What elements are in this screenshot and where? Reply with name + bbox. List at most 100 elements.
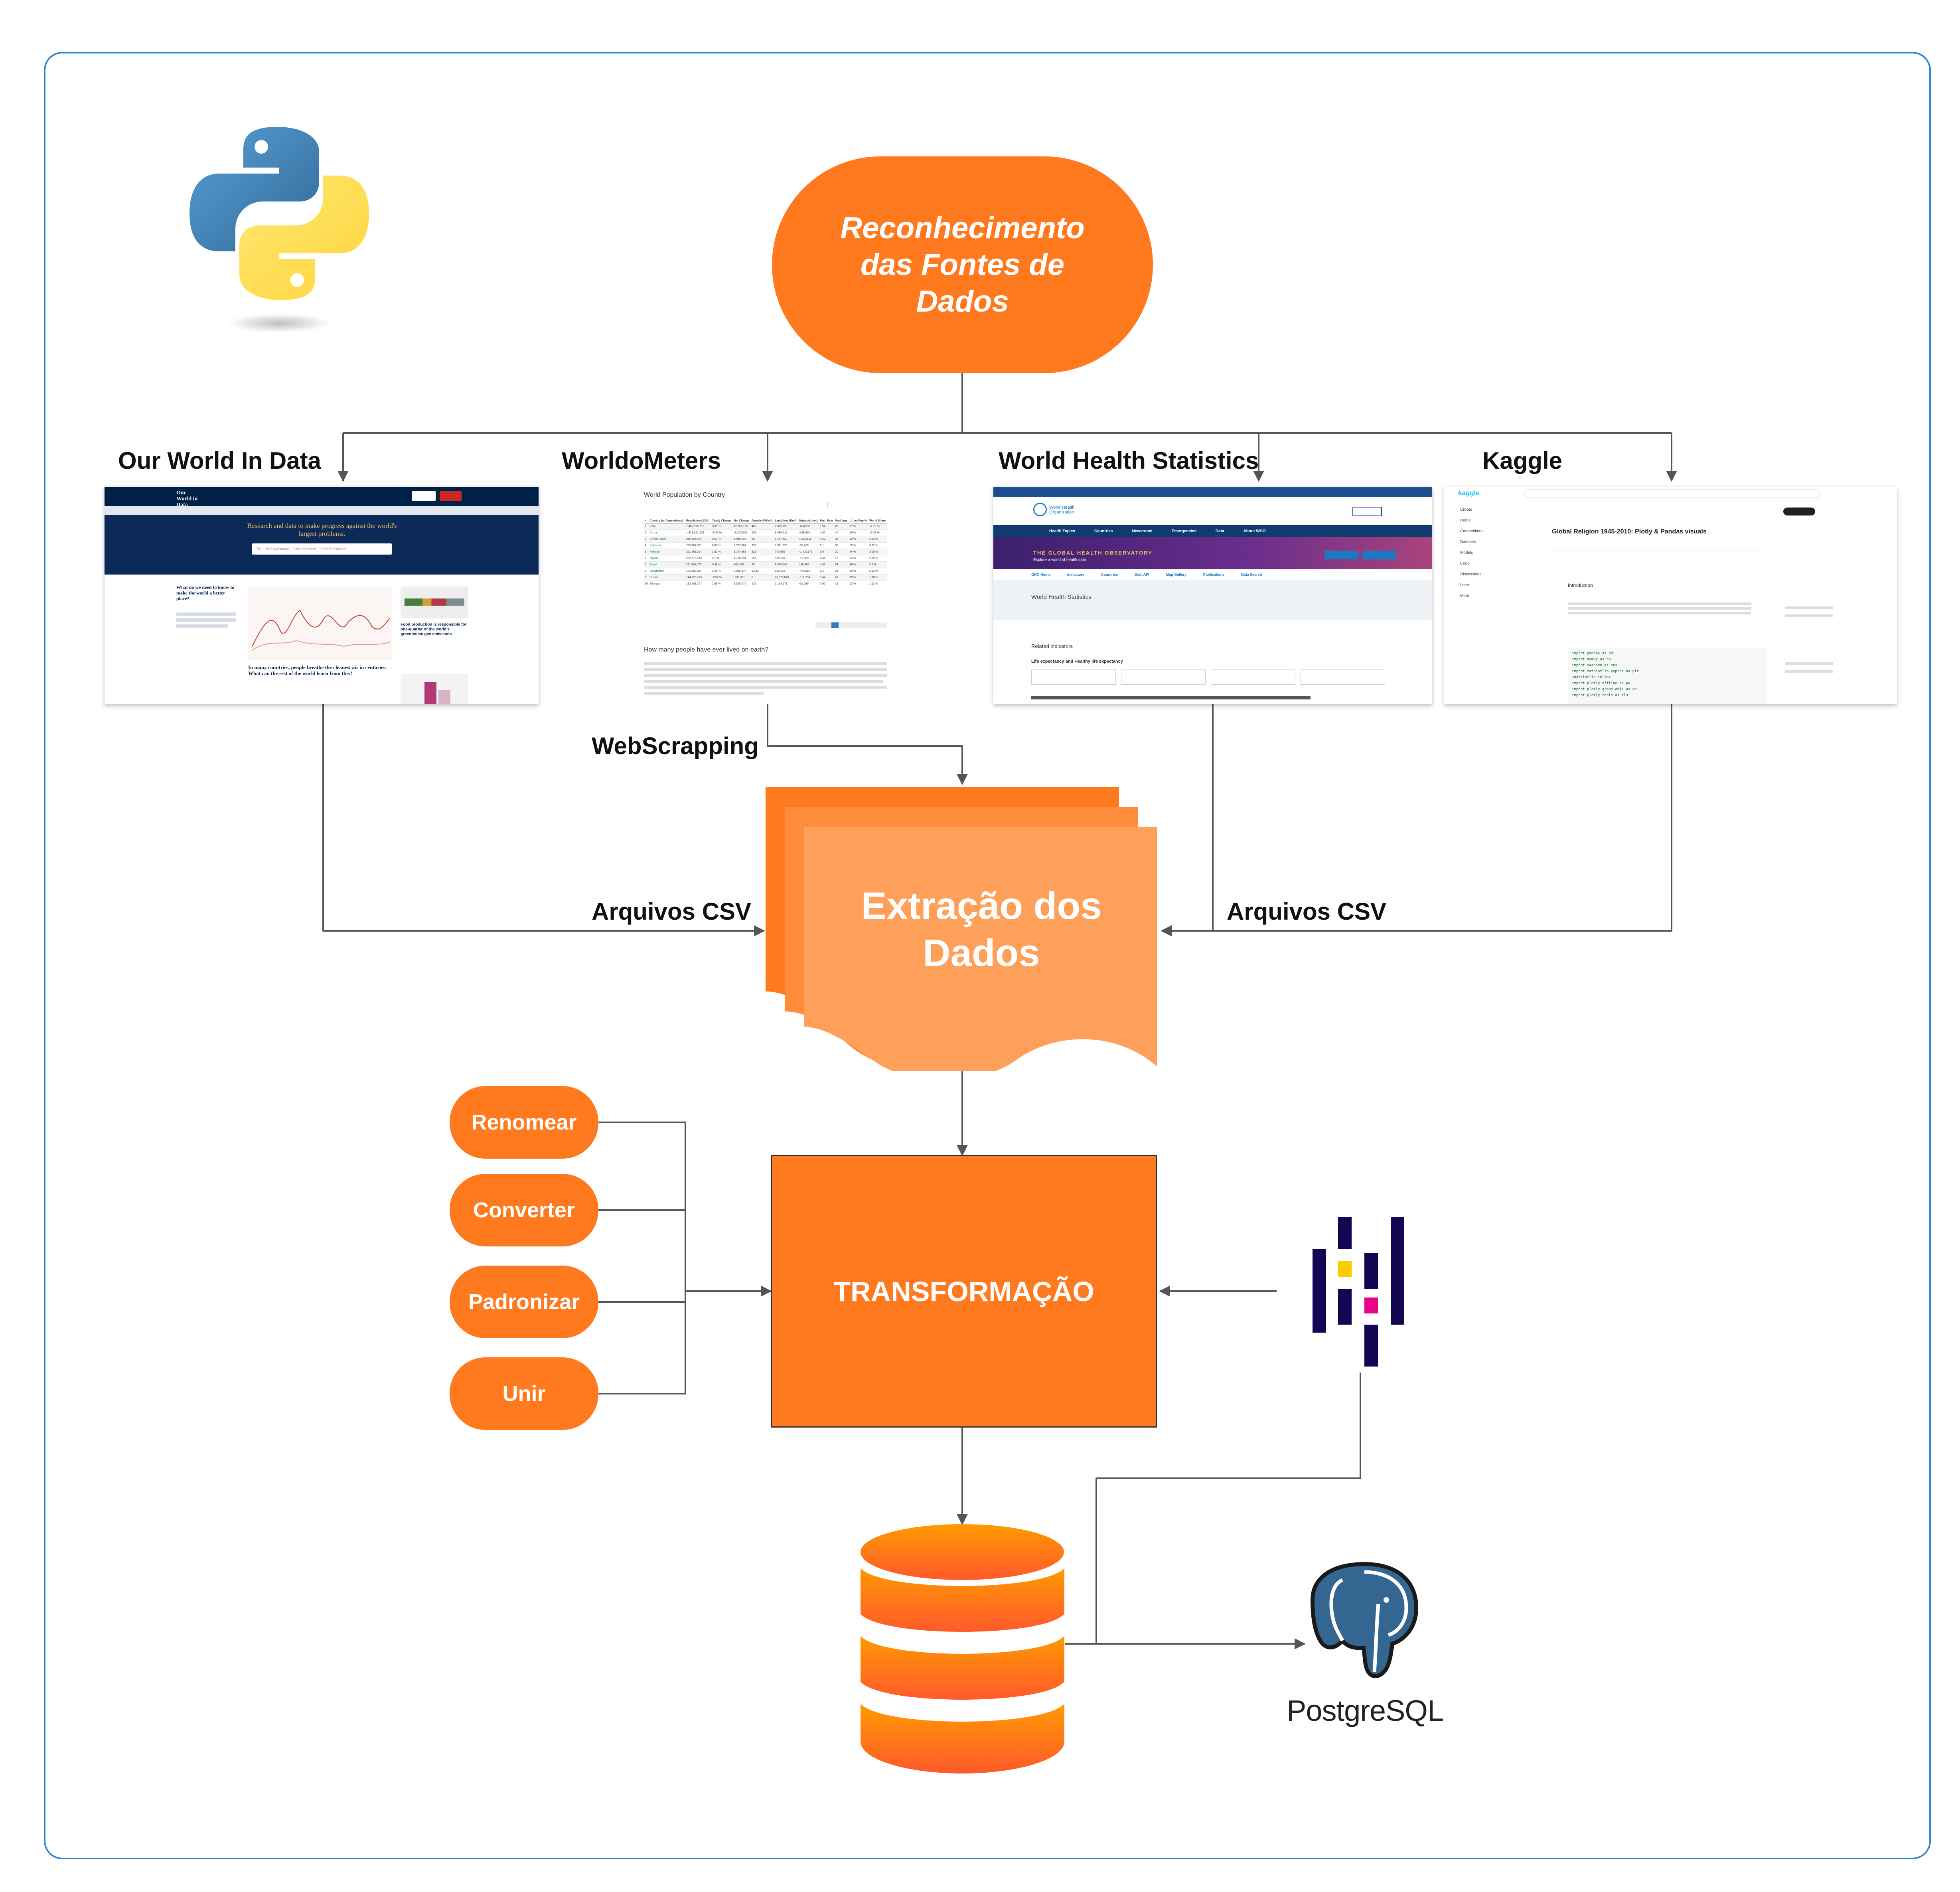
wm-col-header[interactable]: World Share	[868, 519, 887, 523]
kaggle-sidebar-item[interactable]: Discussions	[1460, 572, 1482, 577]
who-subnav-item[interactable]: GHO Home	[1031, 572, 1051, 577]
wm-cell[interactable]: Nigeria	[649, 555, 685, 562]
who-card[interactable]	[1031, 670, 1116, 685]
wm-cell[interactable]: Pakistan	[649, 549, 685, 555]
owid-article-title[interactable]: In many countries, people breathe the cl…	[248, 664, 387, 676]
kaggle-sidebar-item[interactable]: Learn	[1460, 583, 1470, 587]
owid-logo: Our World in Data	[176, 490, 198, 508]
who-indicators-button[interactable]	[1324, 551, 1358, 559]
wm-pagination[interactable]	[815, 622, 887, 628]
kaggle-code-line: import pandas as pd	[1572, 652, 1613, 656]
who-card[interactable]	[1121, 670, 1206, 685]
owid-side-title[interactable]: Food production is responsible for one-q…	[401, 622, 467, 636]
wm-col-header[interactable]: Net Change	[733, 519, 751, 523]
who-subnav-item[interactable]: Map Gallery	[1166, 572, 1186, 577]
wm-col-header[interactable]: Migrants (net)	[798, 519, 819, 523]
extraction-node	[766, 787, 1157, 1071]
who-nav-item[interactable]: Data	[1215, 529, 1224, 533]
wm-cell: 151	[750, 529, 774, 536]
kaggle-sidebar-item[interactable]: Home	[1460, 518, 1471, 523]
wm-col-header[interactable]: Yearly Change	[711, 519, 733, 523]
owid-side-image	[401, 587, 468, 618]
wm-col-header[interactable]: Population (2024)	[685, 519, 711, 523]
wm-cell: 4	[644, 542, 649, 549]
wm-col-header[interactable]: Med. Age	[834, 519, 849, 523]
kaggle-sidebar-item[interactable]: Create	[1460, 508, 1472, 512]
wm-cell[interactable]: Indonesia	[649, 542, 685, 549]
wm-cell: 20	[834, 549, 849, 555]
who-donate-button[interactable]	[1352, 507, 1382, 516]
diagram-frame	[44, 52, 1931, 1859]
kaggle-sidebar-item[interactable]: More	[1460, 594, 1469, 598]
who-nav-item[interactable]: Newsroom	[1132, 529, 1153, 533]
connector-worldometers-to-extraction	[767, 704, 968, 785]
python-logo-icon	[189, 127, 369, 333]
wm-cell: 4.23 %	[868, 536, 887, 543]
kaggle-copy-edit-button[interactable]	[1783, 508, 1815, 515]
wm-cell: 1,128,571	[774, 581, 798, 587]
wm-cell: 9,388,211	[774, 529, 798, 536]
wm-cell[interactable]: China	[649, 529, 685, 536]
wm-cell: 1.02	[819, 529, 835, 536]
who-subnav-item[interactable]: Data Search	[1241, 572, 1262, 577]
kaggle-search-input[interactable]	[1524, 489, 1820, 498]
who-subnav-item[interactable]: Publications	[1203, 572, 1225, 577]
who-countries-button[interactable]	[1362, 551, 1396, 559]
wm-cell[interactable]: United States	[649, 536, 685, 543]
owid-chart	[248, 587, 392, 660]
who-nav-item[interactable]: About WHO	[1243, 529, 1266, 533]
who-nav-item[interactable]: Emergencies	[1171, 529, 1196, 533]
title-text: Reconhecimento das Fontes de Dados	[840, 211, 1085, 318]
edge-label-webscrapping: WebScrapping	[592, 733, 759, 759]
who-card[interactable]	[1301, 670, 1385, 685]
wm-search-input[interactable]	[827, 502, 888, 508]
wm-cell: 54 %	[849, 555, 868, 562]
who-page-title: World Health Statistics	[1031, 594, 1092, 600]
kaggle-sidebar-item[interactable]: Datasets	[1460, 540, 1476, 544]
who-subnav-item[interactable]: Countries	[1101, 572, 1118, 577]
wm-cell[interactable]: Brazil	[649, 561, 685, 568]
wm-cell: 130,170	[774, 568, 798, 575]
extraction-text: Extração dos Dados	[861, 885, 1102, 974]
who-subnav-item[interactable]: Data API	[1135, 572, 1149, 577]
wm-cell[interactable]: Ethiopia	[649, 581, 685, 587]
wm-col-header[interactable]: Land Area (Km²)	[774, 519, 798, 523]
who-nav-item[interactable]: Countries	[1094, 529, 1113, 533]
wm-col-header[interactable]: Urban Pop %	[849, 519, 868, 523]
step-padronizar: Padronizar	[450, 1266, 598, 1338]
wm-cell[interactable]: Russia	[649, 574, 685, 581]
transformation-node: TRANSFORMAÇÃO	[771, 1155, 1157, 1428]
who-nav: Health Topics Countries Newsroom Emergencie…	[993, 525, 1432, 537]
wm-cell: 3.08 %	[868, 549, 887, 555]
who-nav-item[interactable]: Health Topics	[1049, 529, 1075, 533]
kaggle-sidebar-item[interactable]: Code	[1460, 561, 1470, 566]
who-card[interactable]	[1211, 670, 1295, 685]
wm-col-header[interactable]: #	[644, 519, 649, 523]
wm-cell: 173,562,364	[685, 568, 711, 575]
wm-col-header[interactable]: Country (or Dependency)	[649, 519, 685, 523]
owid-search-input[interactable]: Try "Life Expectancy", "Child Mortality"…	[252, 543, 392, 555]
owid-subscribe-button[interactable]	[412, 491, 436, 501]
owid-donate-button[interactable]	[440, 491, 462, 501]
wm-cell: -630,830	[798, 523, 819, 530]
kaggle-sidebar-item[interactable]: Models	[1460, 551, 1473, 555]
wm-cell: 132,059,767	[685, 581, 711, 587]
wm-col-header[interactable]: Fert. Rate	[819, 519, 835, 523]
wm-cell: 37 %	[849, 523, 868, 530]
who-subnav-item[interactable]: Indicators	[1067, 572, 1085, 577]
wm-cell: 232,679,478	[685, 555, 711, 562]
wm-cell[interactable]: India	[649, 523, 685, 530]
wm-cell: 2.85 %	[868, 555, 887, 562]
wm-cell: 0.89 %	[711, 523, 733, 530]
connector-kaggle-to-extraction	[1161, 704, 1672, 936]
wm-table: #Country (or Dependency)Population (2024…	[644, 519, 887, 587]
kaggle-code-line: import plotly.graph_objs as go	[1572, 687, 1637, 691]
wm-cell[interactable]: Bangladesh	[649, 568, 685, 575]
wm-col-header[interactable]: Density (P/Km²)	[750, 519, 774, 523]
wm-cell: 283,487,931	[685, 542, 711, 549]
kaggle-sidebar-item[interactable]: Competitions	[1460, 529, 1484, 533]
wm-cell: 1.44	[819, 574, 835, 581]
